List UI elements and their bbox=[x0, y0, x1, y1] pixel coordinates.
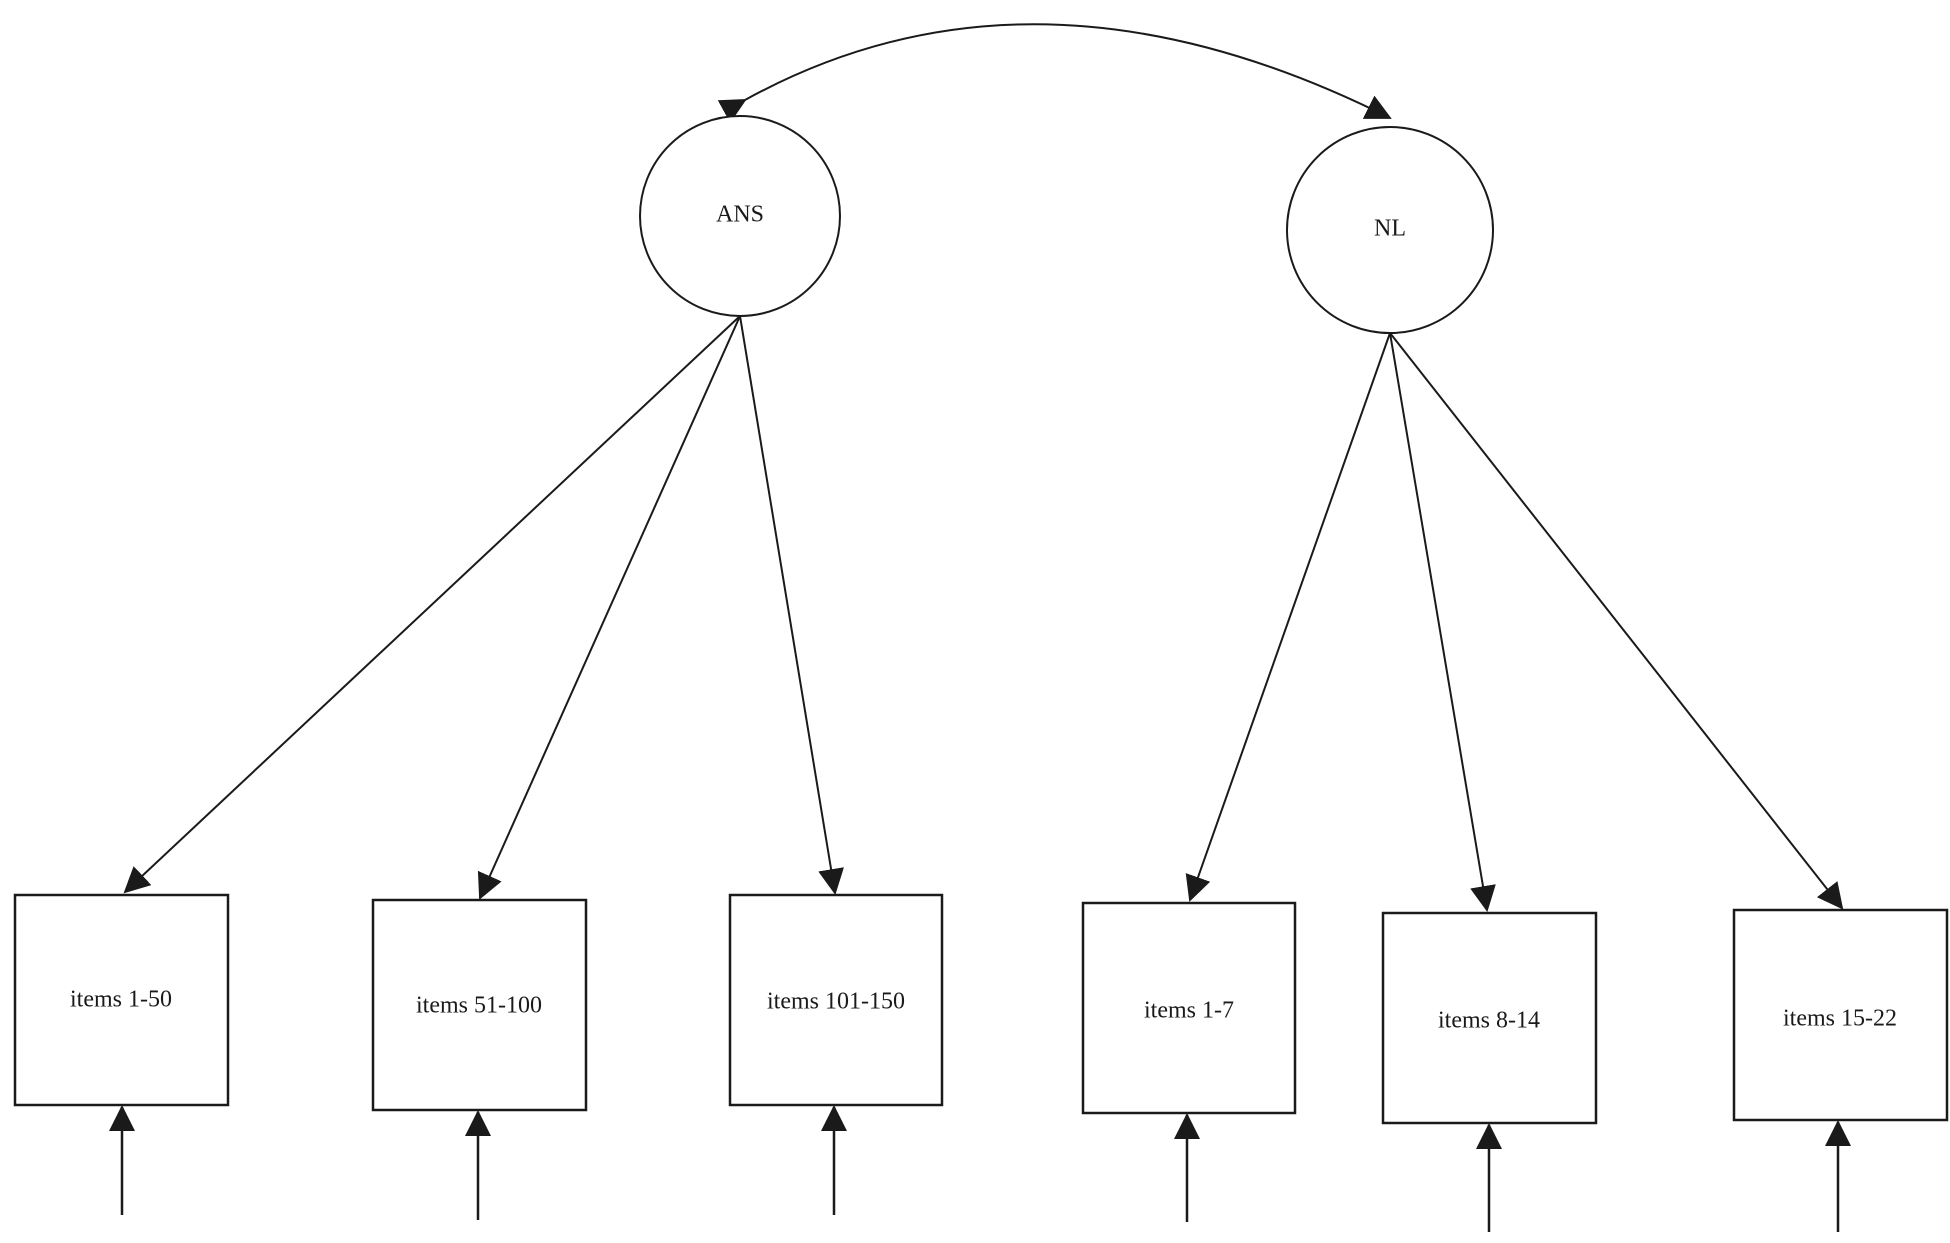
indicator-items-1-50: items 1-50 bbox=[13, 893, 230, 1107]
loading-arrow-ans-items-1-50 bbox=[123, 315, 741, 894]
latent-factor-nl-label: NL bbox=[1374, 216, 1406, 242]
indicator-items-15-22: items 15-22 bbox=[1732, 908, 1949, 1122]
latent-factor-nl: NL bbox=[1286, 126, 1494, 334]
loading-arrow-ans-items-101-150 bbox=[739, 315, 844, 895]
indicator-items-8-14: items 8-14 bbox=[1381, 911, 1598, 1125]
indicator-items-1-50-label: items 1-50 bbox=[70, 987, 172, 1013]
indicator-items-8-14-label: items 8-14 bbox=[1438, 1008, 1540, 1034]
latent-factor-ans-label: ANS bbox=[716, 202, 764, 228]
indicator-items-101-150-label: items 101-150 bbox=[767, 989, 905, 1015]
covariance-arrow bbox=[717, 23, 1392, 123]
loading-arrow-nl-items-8-14 bbox=[1389, 332, 1496, 912]
latent-factor-ans: ANS bbox=[639, 115, 841, 317]
loading-arrow-ans-items-51-100 bbox=[477, 315, 741, 900]
loading-arrow-nl-items-1-7 bbox=[1185, 332, 1391, 902]
loading-arrow-nl-items-15-22 bbox=[1389, 332, 1844, 910]
indicator-items-1-7-label: items 1-7 bbox=[1144, 998, 1234, 1024]
indicator-items-51-100-label: items 51-100 bbox=[416, 993, 542, 1019]
indicator-items-1-7: items 1-7 bbox=[1081, 901, 1297, 1115]
indicator-items-101-150: items 101-150 bbox=[728, 893, 944, 1107]
indicator-items-51-100: items 51-100 bbox=[371, 898, 588, 1112]
indicator-items-15-22-label: items 15-22 bbox=[1783, 1006, 1897, 1032]
